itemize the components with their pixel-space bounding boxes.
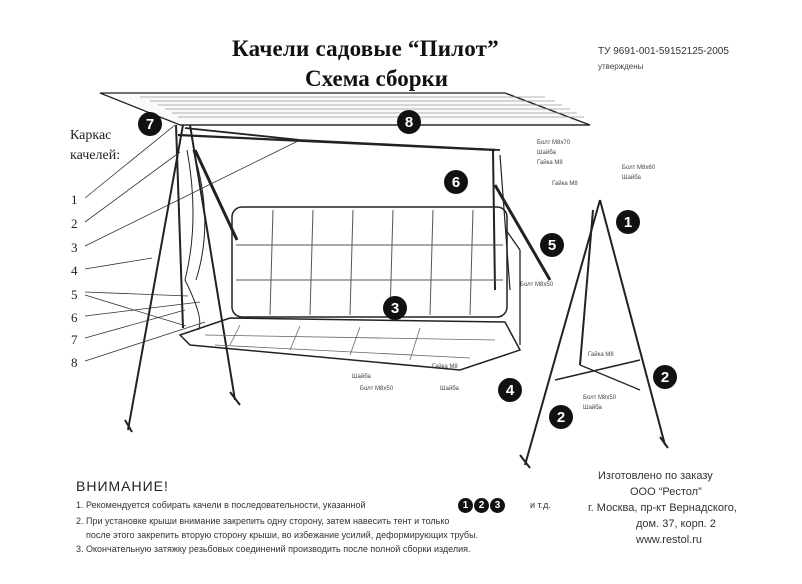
warning-bubble-1: 1	[458, 498, 473, 513]
swing-seat	[178, 206, 522, 371]
frame-part-7: 7	[71, 332, 78, 347]
fastener-label-11: Гайка М8	[432, 364, 458, 370]
frame-part-5: 5	[71, 287, 78, 302]
tu-code: ТУ 9691-001-59152125-2005	[598, 46, 729, 57]
warning-bubble-3: 3	[490, 498, 505, 513]
fastener-label-4: Болт М8х60	[622, 165, 656, 171]
callout-5: 5	[540, 233, 564, 257]
warning-bubble-2: 2	[474, 498, 489, 513]
fastener-label-3: Гайка М8	[537, 160, 563, 166]
fastener-label-8: Шайба	[352, 374, 371, 380]
tu-code-sub: утверждены	[598, 62, 644, 71]
frame-part-2: 2	[71, 216, 78, 231]
maker-line-2: ООО “Рестол”	[630, 486, 702, 498]
fastener-label-7: Болт М8х50	[520, 282, 554, 288]
callout-3: 3	[383, 296, 407, 320]
fastener-label-1: Болт М8х70	[537, 140, 571, 146]
fastener-label-10: Шайба	[440, 386, 459, 392]
fastener-label-14: Гайка М8	[588, 352, 614, 358]
frame-part-3: 3	[71, 240, 78, 255]
maker-line-4: дом. 37, корп. 2	[636, 518, 716, 530]
top-crossbar	[177, 133, 496, 152]
maker-website: www.restol.ru	[636, 534, 703, 546]
frame-part-4: 4	[71, 263, 78, 278]
maker-line-3: г. Москва, пр-кт Вернадского,	[588, 502, 737, 514]
warning-line-3: 3. Окончательную затяжку резьбовых соеди…	[76, 544, 471, 554]
callout-7: 7	[138, 112, 162, 136]
frame-legend-line2: качелей:	[70, 148, 121, 163]
left-a-frame	[124, 124, 241, 433]
warning-line-2: 2. При установке крыши внимание закрепит…	[76, 516, 450, 526]
frame-part-8: 8	[71, 355, 78, 370]
right-a-frame	[519, 199, 669, 469]
frame-part-1: 1	[71, 192, 78, 207]
fastener-label-6: Гайка М8	[552, 181, 578, 187]
fastener-label-5: Шайба	[622, 175, 641, 181]
callout-8: 8	[397, 110, 421, 134]
fastener-label-2: Шайба	[537, 150, 556, 156]
callout-1: 1	[616, 210, 640, 234]
frame-legend-line1: Каркас	[70, 128, 112, 143]
warning-line-2b: после этого закрепить вторую сторону кры…	[86, 530, 479, 540]
warning-line-1-tail: и т.д.	[530, 500, 551, 510]
callout-4: 4	[498, 378, 522, 402]
frame-part-6: 6	[71, 310, 78, 325]
warning-line-1-text: 1. Рекомендуется собирать качели в после…	[76, 500, 366, 510]
canopy-roof	[99, 92, 591, 151]
page-subtitle: Схема сборки	[305, 66, 448, 91]
maker-line-1: Изготовлено по заказу	[598, 470, 713, 482]
warning-title: ВНИМАНИЕ!	[76, 478, 169, 494]
callout-2-right: 2	[653, 365, 677, 389]
frame-legend-title: Каркас качелей:	[70, 126, 120, 166]
callout-6: 6	[444, 170, 468, 194]
page-title: Качели садовые “Пилот”	[232, 36, 499, 61]
fastener-label-12: Болт М8х50	[583, 395, 617, 401]
left-suspension	[184, 149, 201, 331]
fastener-label-9: Болт М8х50	[360, 386, 394, 392]
callout-2-bottom: 2	[549, 405, 573, 429]
warning-line-1: 1. Рекомендуется собирать качели в после…	[76, 500, 366, 510]
fastener-label-13: Шайба	[583, 405, 602, 411]
